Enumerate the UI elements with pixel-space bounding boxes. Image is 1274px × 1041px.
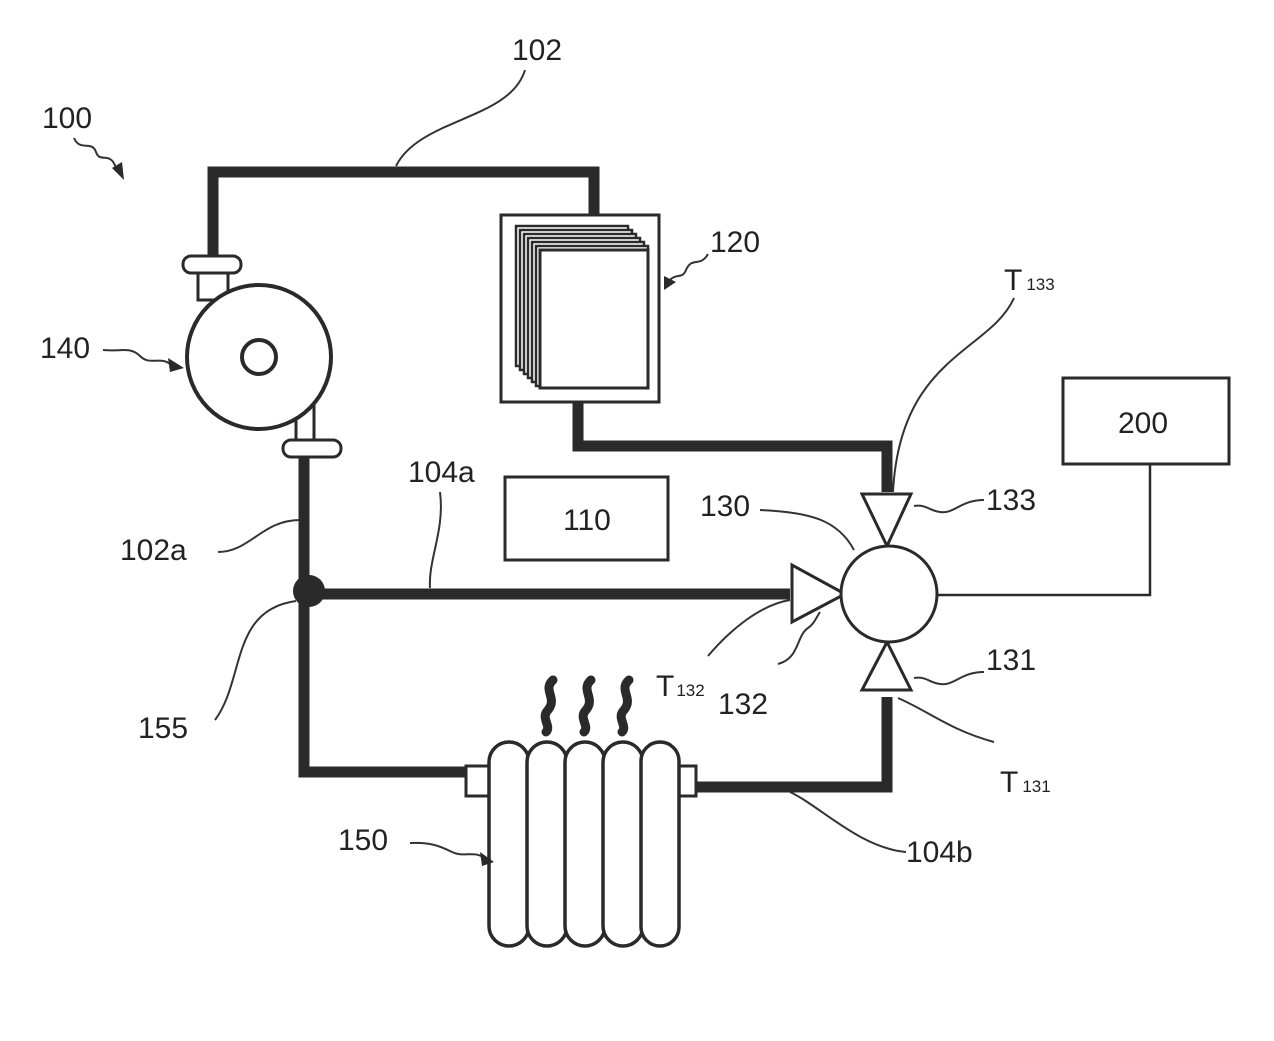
label-150: 150 (338, 824, 388, 857)
label-100: 100 (42, 102, 92, 135)
label-130: 130 (700, 490, 750, 523)
heat-waves-icon (545, 680, 629, 732)
label-t132: T132 (656, 670, 705, 703)
label-t133: T133 (1004, 264, 1055, 297)
three-way-valve-130 (792, 494, 937, 690)
label-131: 131 (986, 644, 1036, 677)
pump-140 (183, 256, 341, 457)
label-200: 200 (1118, 407, 1168, 440)
radiator-150 (466, 742, 696, 946)
label-133: 133 (986, 484, 1036, 517)
valve-port-131 (862, 642, 911, 690)
label-102: 102 (512, 34, 562, 67)
valve-port-133 (862, 494, 911, 546)
label-102a: 102a (120, 534, 187, 567)
label-132: 132 (718, 688, 768, 721)
pipe-102a (304, 455, 472, 772)
label-140: 140 (40, 332, 90, 365)
fuel-cell-stack-120 (501, 215, 659, 402)
label-104b: 104b (906, 836, 973, 869)
label-104a: 104a (408, 456, 475, 489)
label-120: 120 (710, 226, 760, 259)
control-line (938, 464, 1150, 595)
junction-155 (293, 575, 325, 607)
label-155: 155 (138, 712, 188, 745)
label-t131: T131 (1000, 766, 1051, 799)
label-110: 110 (563, 504, 611, 537)
valve-body (841, 546, 937, 642)
